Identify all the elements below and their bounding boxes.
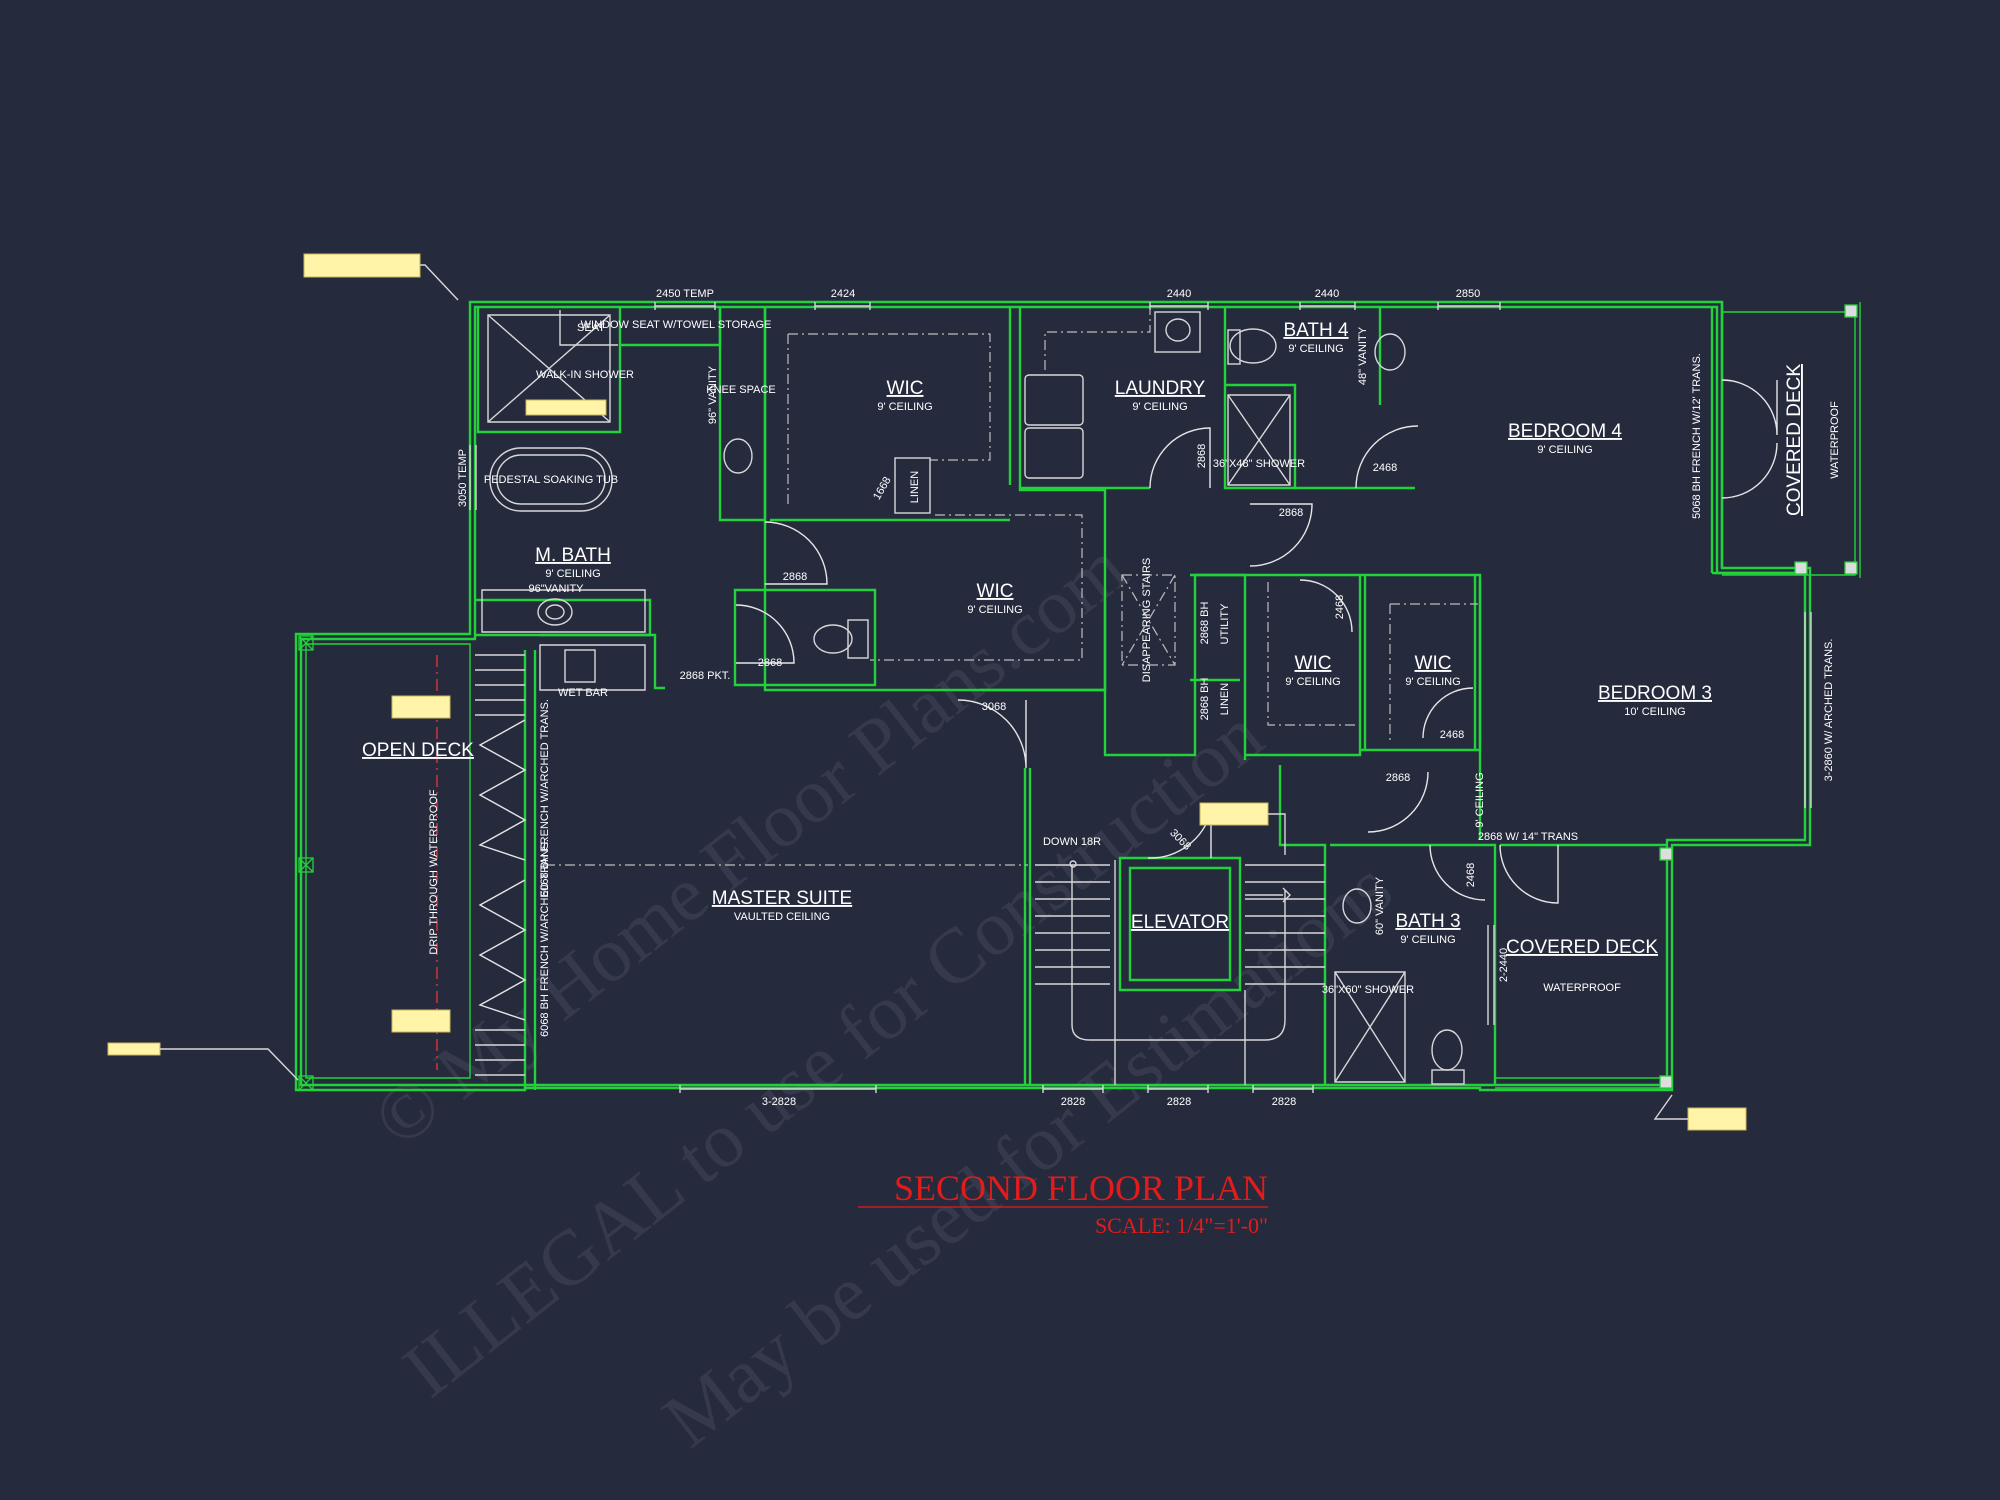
dimension-tag: 2468: [1440, 729, 1464, 741]
dimension-tags: 2450 TEMP 2424 2440 2440 2850 3050 TEMP …: [457, 288, 1835, 1108]
dimension-tag: 2440: [1167, 288, 1191, 300]
dimension-tag: 2450 TEMP: [656, 288, 714, 300]
shower-36x60-label: 36"X60" SHOWER: [1322, 984, 1414, 996]
dimension-tag: 2850: [1456, 288, 1480, 300]
laundry-name: LAUNDRY: [1115, 378, 1206, 399]
fixtures: [436, 310, 1478, 1085]
open-deck-note: DRIP THROUGH WATERPROOF: [428, 789, 440, 954]
elevator-name: ELEVATOR: [1131, 912, 1229, 933]
walls: [294, 300, 1861, 1092]
wet-bar-label: WET BAR: [558, 687, 608, 699]
covered-deck-2-name: COVERED DECK: [1506, 937, 1658, 958]
pedestal-tub-label: PEDESTAL SOAKING TUB: [484, 474, 618, 486]
knee-space-label: KNEE SPACE: [706, 384, 776, 396]
deck-posts: [298, 304, 1858, 1091]
wic-2-ceiling: 9' CEILING: [967, 604, 1022, 616]
wic-1-name: WIC: [887, 378, 924, 399]
master-suite-ceiling: VAULTED CEILING: [734, 911, 830, 923]
plan-scale: SCALE: 1/4"=1'-0": [1095, 1213, 1268, 1238]
dimension-tag: 5068 BH FRENCH W/12' TRANS.: [1691, 353, 1703, 519]
vanity-60-label: 60" VANITY: [1374, 876, 1386, 935]
bath-3-ceiling: 9' CEILING: [1400, 934, 1455, 946]
stairs-down-label: DOWN 18R: [1043, 836, 1101, 848]
note-tag: [391, 695, 451, 719]
open-deck-name: OPEN DECK: [362, 740, 474, 761]
title-block: SECOND FLOOR PLAN SCALE: 1/4"=1'-0": [858, 1168, 1268, 1238]
linen-2-label: LINEN: [1219, 683, 1231, 715]
pedestal-tub-shape: [489, 447, 613, 512]
dimension-tag: 2440: [1315, 288, 1339, 300]
dimension-tag: 2-2440: [1498, 948, 1510, 982]
bath-3-name: BATH 3: [1395, 911, 1460, 932]
dimension-tag: 6068 BH FRENCH W/ARCHED TRANS.: [539, 699, 551, 897]
dimension-tag: 2868: [783, 571, 807, 583]
note-tag: [391, 1009, 451, 1033]
dimension-tag: 2828: [1061, 1096, 1085, 1108]
wic-3-name: WIC: [1295, 653, 1332, 674]
covered-deck-2-note: WATERPROOF: [1543, 982, 1621, 994]
dimension-tag: 2468: [1373, 462, 1397, 474]
vanity-96-label: 96"VANITY: [528, 583, 584, 595]
dimension-tag: 3068: [982, 701, 1006, 713]
dimension-tag: 2828: [1272, 1096, 1296, 1108]
bath-4-ceiling: 9' CEILING: [1288, 343, 1343, 355]
note-tag: [1199, 802, 1269, 826]
bedroom-4-name: BEDROOM 4: [1508, 421, 1622, 442]
bedroom-4-ceiling: 9' CEILING: [1537, 444, 1592, 456]
wic-3-ceiling: 9' CEILING: [1285, 676, 1340, 688]
dimension-tag: 3-2860 W/ ARCHED TRANS.: [1823, 639, 1835, 782]
dimension-tag: 2468: [1334, 595, 1346, 619]
linen-1-label: LINEN: [909, 471, 921, 503]
dimension-tag: 3-2828: [762, 1096, 796, 1108]
bath-4-name: BATH 4: [1283, 320, 1349, 341]
dimension-tag: 2868 BH: [1199, 602, 1211, 645]
note-tag: [1687, 1107, 1747, 1131]
dimension-tag: 2868 W/ 14" TRANS: [1478, 831, 1578, 843]
dimension-tag: 2868: [1196, 444, 1208, 468]
watermark: ILLEGAL to use for Construction © My Hom…: [357, 523, 1407, 1463]
note-tags: [107, 253, 1747, 1131]
walk-in-shower-label: WALK-IN SHOWER: [536, 369, 634, 381]
wic-4-ceiling: 9' CEILING: [1405, 676, 1460, 688]
m-bath-name: M. BATH: [535, 545, 611, 566]
dimension-tag: 2868 PKT.: [680, 670, 731, 682]
bath-3-hall-ceiling-label: 9' CEILING: [1474, 772, 1486, 827]
window-markers: [469, 302, 1812, 1093]
window-seat-label: WINDOW SEAT W/TOWEL STORAGE: [581, 319, 772, 331]
fixture-labels: SEAT WALK-IN SHOWER WINDOW SEAT W/TOWEL …: [484, 319, 1486, 996]
master-suite-name: MASTER SUITE: [712, 888, 852, 909]
dimension-tag: 2468: [1465, 863, 1477, 887]
plan-title: SECOND FLOOR PLAN: [894, 1168, 1268, 1208]
m-bath-ceiling: 9' CEILING: [545, 568, 600, 580]
dimension-tag: 2868: [758, 657, 782, 669]
disappearing-stairs-label: DISAPPEARING STAIRS: [1141, 558, 1153, 683]
seat-label: SEAT: [577, 322, 605, 334]
dimension-tag: 2868: [1279, 507, 1303, 519]
note-tag: [107, 1042, 161, 1056]
wic-4-name: WIC: [1415, 653, 1452, 674]
utility-label: UTILITY: [1219, 603, 1231, 645]
dimension-tag: 6068 BH FRENCH W/ARCHED TRANS.: [539, 839, 551, 1037]
note-tag: [303, 253, 421, 278]
dimension-tag: 2828: [1167, 1096, 1191, 1108]
room-labels: MASTER SUITE VAULTED CEILING M. BATH 9' …: [362, 320, 1841, 994]
covered-deck-1-note: WATERPROOF: [1829, 401, 1841, 479]
dimension-tag: 2868: [1386, 772, 1410, 784]
covered-deck-1-name: COVERED DECK: [1784, 364, 1805, 516]
note-tag: [525, 399, 607, 416]
wic-1-ceiling: 9' CEILING: [877, 401, 932, 413]
dimension-tag: 1668: [871, 475, 894, 502]
vanity-96-vertical-label: 96" VANITY: [707, 365, 719, 424]
dimension-tag: 3050 TEMP: [457, 449, 469, 507]
bedroom-3-ceiling: 10' CEILING: [1624, 706, 1685, 718]
laundry-ceiling: 9' CEILING: [1132, 401, 1187, 413]
dimension-tag: 2868 BH: [1199, 678, 1211, 721]
shower-36x48-label: 36"X48" SHOWER: [1213, 458, 1305, 470]
dimension-tag: 2424: [831, 288, 855, 300]
wic-2-name: WIC: [977, 581, 1014, 602]
bedroom-3-name: BEDROOM 3: [1598, 683, 1712, 704]
vanity-48-label: 48" VANITY: [1357, 326, 1369, 385]
